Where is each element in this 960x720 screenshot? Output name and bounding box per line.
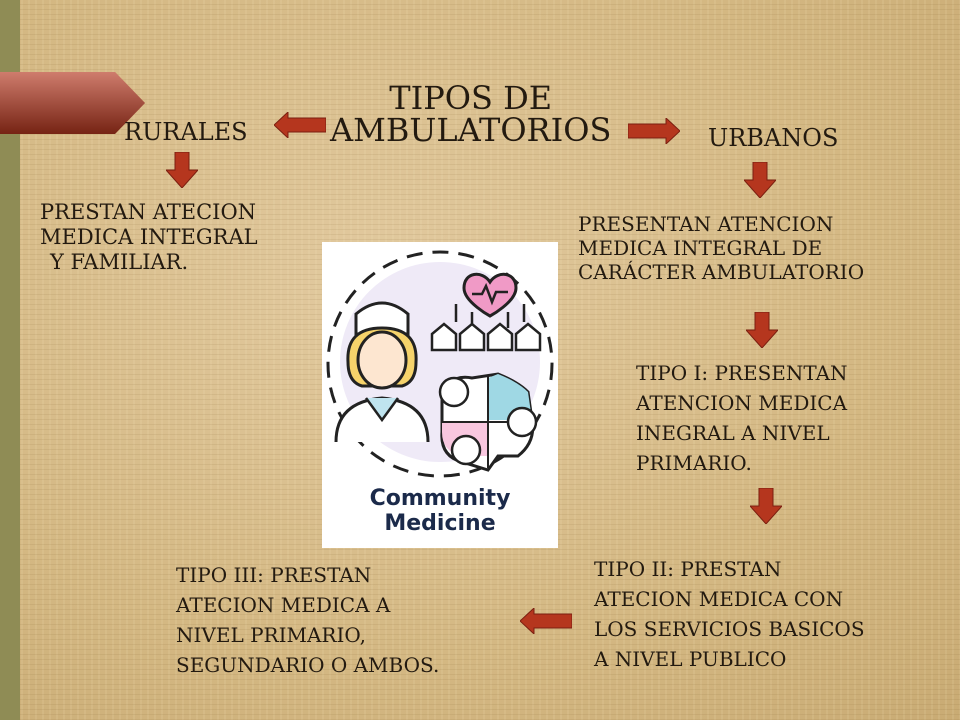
rurales-description: PRESTAN ATECION MEDICA INTEGRAL Y FAMILI…	[40, 200, 258, 276]
arrow-down-icon	[744, 162, 776, 198]
tipo-3-line: TIPO III: PRESTAN	[176, 563, 372, 587]
arrow-down-icon	[750, 488, 782, 524]
arrow-left-icon	[520, 608, 572, 634]
urbanos-description: PRESENTAN ATENCION MEDICA INTEGRAL DE CA…	[578, 212, 864, 284]
urbanos-line: PRESENTAN ATENCION	[578, 212, 834, 236]
title-line-1: TIPOS DE	[389, 79, 553, 117]
community-medicine-illustration: Community Medicine	[322, 242, 558, 548]
arrow-down-icon	[746, 312, 778, 348]
tipo-2-line: LOS SERVICIOS BASICOS	[594, 617, 865, 641]
caption-line-1: Community	[369, 486, 511, 511]
title-line-2: AMBULATORIOS	[330, 111, 612, 149]
tipo-2-line: ATECION MEDICA CON	[594, 587, 844, 611]
tipo-1-line: TIPO I: PRESENTAN	[636, 361, 848, 385]
tipo-1-line: INEGRAL A NIVEL	[636, 421, 830, 445]
left-decorative-bar	[0, 0, 20, 720]
rurales-line: MEDICA INTEGRAL	[40, 225, 258, 250]
rurales-line: Y FAMILIAR.	[50, 250, 189, 275]
illustration-caption: Community Medicine	[322, 486, 558, 537]
tipo-3-line: ATECION MEDICA A	[176, 593, 391, 617]
urbanos-line: MEDICA INTEGRAL DE	[578, 236, 823, 260]
tipo-1-description: TIPO I: PRESENTAN ATENCION MEDICA INEGRA…	[636, 358, 848, 478]
tipo-3-description: TIPO III: PRESTAN ATECION MEDICA A NIVEL…	[176, 560, 439, 680]
caption-line-2: Medicine	[384, 511, 496, 537]
rurales-line: PRESTAN ATECION	[40, 200, 257, 224]
page-title: TIPOS DE AMBULATORIOS	[330, 82, 611, 146]
tipo-3-line: SEGUNDARIO O AMBOS.	[176, 653, 440, 677]
tipo-2-line: A NIVEL PUBLICO	[594, 647, 787, 671]
left-decorative-arrow	[0, 72, 145, 134]
urbanos-heading: URBANOS	[708, 124, 839, 152]
arrow-down-icon	[166, 152, 198, 188]
tipo-1-line: ATENCION MEDICA	[636, 391, 848, 415]
community-medicine-icon	[326, 250, 554, 478]
arrow-left-icon	[274, 112, 326, 138]
urbanos-line: CARÁCTER AMBULATORIO	[578, 260, 865, 284]
tipo-3-line: NIVEL PRIMARIO,	[176, 623, 366, 647]
rurales-heading: RURALES	[124, 118, 248, 146]
arrow-right-icon	[628, 118, 680, 144]
tipo-2-line: TIPO II: PRESTAN	[594, 557, 782, 581]
tipo-2-description: TIPO II: PRESTAN ATECION MEDICA CON LOS …	[594, 554, 865, 674]
tipo-1-line: PRIMARIO.	[636, 451, 752, 475]
